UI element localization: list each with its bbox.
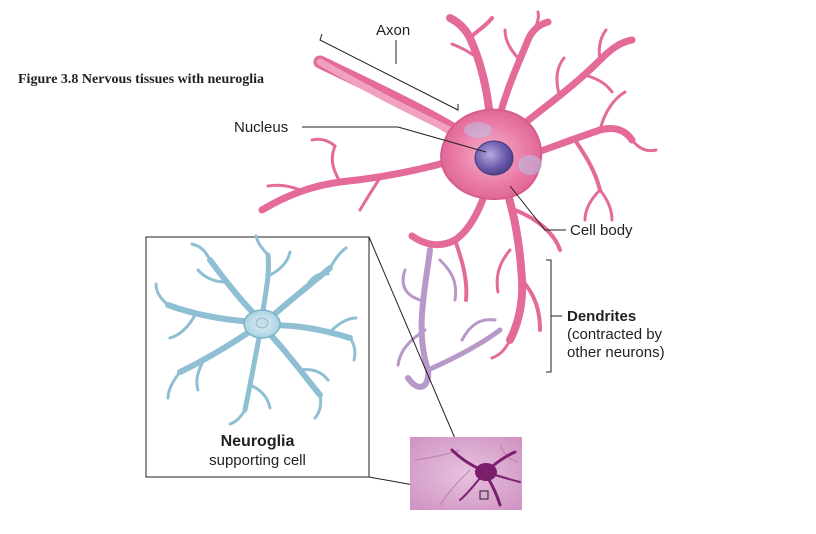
- cell-body-label: Cell body: [570, 222, 633, 239]
- dendrites-note-line1: (contracted by: [567, 326, 662, 343]
- figure-caption: Figure 3.8 Nervous tissues with neurogli…: [18, 72, 264, 88]
- contacting-dendrites: [398, 250, 500, 387]
- neuroglia-title: Neuroglia: [146, 433, 369, 450]
- dendrites-label: Dendrites: [567, 308, 636, 325]
- axon-label: Axon: [376, 22, 410, 39]
- nucleus: [475, 141, 513, 175]
- micrograph: [410, 437, 522, 510]
- nucleus-label: Nucleus: [234, 119, 288, 136]
- neuroglia-subtitle: supporting cell: [146, 452, 369, 469]
- dendrites-bracket: [546, 260, 551, 372]
- dendrites-note-line2: other neurons): [567, 344, 665, 361]
